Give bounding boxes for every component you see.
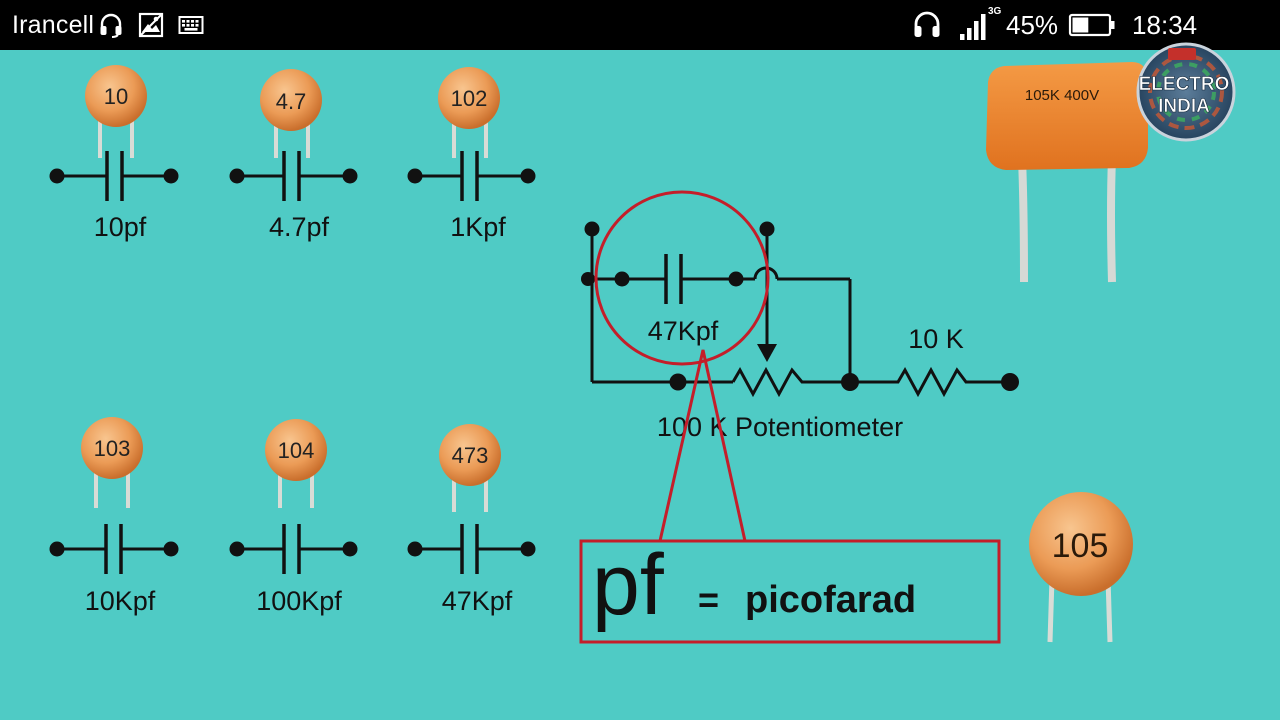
battery-icon [1068, 13, 1115, 37]
capacitor-symbol [407, 524, 536, 574]
headset-icon [100, 13, 122, 38]
capacitor-value-label: 4.7pf [269, 212, 330, 242]
definition-abbr: pf [592, 537, 665, 633]
network-type: 3G [988, 6, 1002, 17]
capacitor-code: 103 [94, 436, 131, 461]
disc-capacitor-105: 105 [1029, 492, 1133, 643]
channel-logo: ELECTRO INDIA [1136, 42, 1236, 142]
capacitor-symbol [49, 151, 179, 201]
capacitor-value-label: 10pf [94, 212, 147, 242]
film-capacitor-marking: 105K 400V [1025, 87, 1099, 104]
capacitor-code: 104 [278, 438, 315, 463]
capacitor-value-label: 1Kpf [450, 212, 506, 242]
disc-capacitor: 10 [85, 65, 147, 158]
battery-percent: 45% [1006, 9, 1059, 40]
capacitor-value-label: 47Kpf [442, 586, 513, 616]
clock: 18:34 [1132, 9, 1198, 40]
wiper-arrow [757, 344, 777, 362]
system-indicators: 3G 45% 18:34 [912, 6, 1198, 42]
status-bar: Irancell 3G [0, 0, 1198, 50]
image-icon [138, 12, 164, 38]
circuit-nodes [581, 221, 1019, 391]
potentiometer-label: 100 K Potentiometer [657, 412, 903, 442]
capacitor-value-label: 100Kpf [256, 586, 342, 616]
circuit-capacitor-label: 47Kpf [648, 316, 719, 346]
video-frame[interactable]: 10 10pf 4.7 4.7pf 102 1Kp [0, 42, 1280, 720]
headphones-icon [914, 11, 940, 37]
keyboard-icon [178, 16, 204, 34]
capacitor-symbol [407, 151, 536, 201]
disc-capacitor: 102 [438, 67, 500, 158]
capacitor-code: 4.7 [276, 89, 307, 114]
logo-line2: INDIA [1158, 96, 1210, 117]
logo-line1: ELECTRO [1139, 74, 1230, 95]
capacitor-code: 473 [452, 443, 489, 468]
highlight-callout [579, 190, 1001, 644]
signal-indicator: 3G [952, 6, 1001, 42]
capacitor-symbol [229, 151, 358, 201]
capacitor-code: 102 [451, 86, 488, 111]
capacitor-symbol [49, 524, 179, 574]
disc-capacitor: 103 [81, 417, 143, 508]
capacitor-code: 105 [1052, 527, 1109, 565]
capacitor-symbol [229, 524, 358, 574]
capacitor-code: 10 [104, 84, 128, 109]
signal-icon [960, 14, 986, 40]
definition-term: picofarad [745, 579, 916, 621]
carrier-name: Irancell [12, 11, 95, 39]
resistor-label: 10 K [908, 324, 964, 354]
capacitor-value-label: 10Kpf [85, 586, 156, 616]
disc-capacitor: 473 [439, 424, 501, 512]
film-capacitor: 105K 400V [986, 62, 1148, 283]
play-icon [1168, 48, 1196, 60]
circuit-schematic [590, 229, 1010, 398]
definition-equals: = [698, 579, 719, 620]
disc-capacitor: 104 [265, 419, 327, 508]
notification-icons [98, 12, 204, 38]
disc-capacitor: 4.7 [260, 69, 322, 158]
